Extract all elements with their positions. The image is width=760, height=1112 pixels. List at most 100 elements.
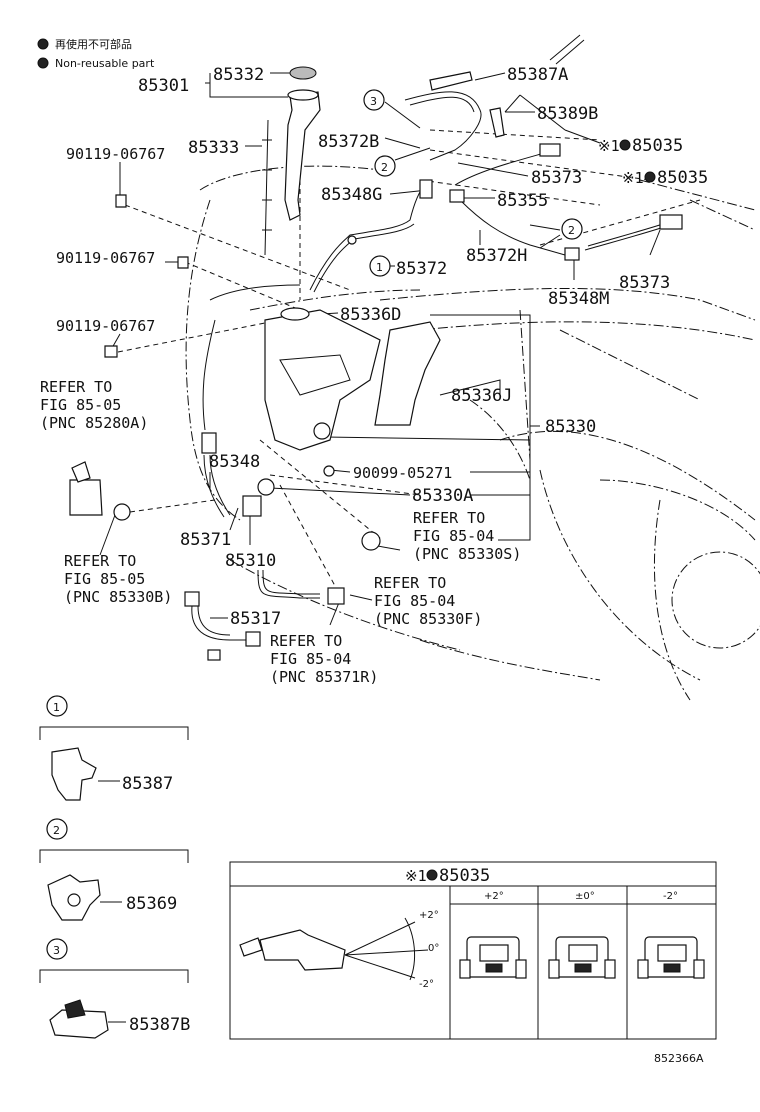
ref-85371R-l3: (PNC 85371R): [270, 668, 378, 686]
motor-shape: [69, 479, 103, 516]
label-85035-a: 85035: [632, 136, 683, 156]
label-85330: 85330: [545, 417, 596, 437]
bolt-icon: [177, 256, 189, 269]
label-85035-b: 85035: [657, 168, 708, 188]
svg-text:2: 2: [381, 161, 388, 174]
label-85336D: 85336D: [340, 305, 401, 325]
label-85348: 85348: [209, 452, 260, 472]
label-85333: 85333: [188, 138, 239, 158]
clip-85387-shape: [51, 747, 97, 801]
label-85387B: 85387B: [129, 1015, 190, 1035]
col-header-plus2: +2°: [484, 891, 504, 902]
label-85317: 85317: [230, 609, 281, 629]
reference-notes: REFER TO FIG 85-05 (PNC 85280A) REFER TO…: [40, 378, 521, 686]
ref-85330S-l2: FIG 85-04: [413, 527, 494, 545]
ref-85330S-l3: (PNC 85330S): [413, 545, 521, 563]
ref-85330F-l1: REFER TO: [374, 574, 446, 592]
label-85301: 85301: [138, 76, 189, 96]
ref-85280A-l2: FIG 85-05: [40, 396, 121, 414]
angle-plus: +2°: [419, 910, 439, 921]
assembly-lines: [117, 90, 701, 596]
nozzle-shape: [539, 143, 561, 157]
angle-minus: -2°: [419, 979, 434, 990]
leader-lines: [99, 72, 661, 626]
nozzle-shape: [429, 71, 473, 91]
part-labels: 85301 85332 85333 90119-06767 90119-0676…: [56, 65, 708, 629]
label-85372H: 85372H: [466, 246, 527, 266]
nozzle-shape: [659, 214, 683, 230]
non-reusable-dot-icon: [619, 139, 631, 151]
asterisk-mark-1: ※1: [598, 137, 620, 155]
non-reusable-dot-icon: [37, 38, 49, 50]
callout-1: [369, 255, 391, 277]
label-85330A: 85330A: [412, 486, 473, 506]
ref-85330F-l2: FIG 85-04: [374, 592, 455, 610]
nozzle-adjustment-table: ※1 85035 +2° ±0° -2° +2° 0° -2°: [229, 861, 717, 1040]
callout-2-inset: [46, 818, 68, 840]
legend-en: Non-reusable part: [55, 57, 155, 70]
bolt-icon: [104, 345, 118, 358]
svg-text:3: 3: [53, 944, 60, 957]
svg-text:1: 1: [376, 261, 383, 274]
label-85389B: 85389B: [537, 104, 598, 124]
svg-text:3: 3: [370, 95, 377, 108]
ref-85330S-l1: REFER TO: [413, 509, 485, 527]
callout-2: [561, 218, 583, 240]
label-85373-b: 85373: [619, 273, 670, 293]
svg-text:2: 2: [568, 224, 575, 237]
callout-2: [374, 155, 396, 177]
vehicle-body-outline: [185, 165, 760, 701]
col-header-minus2: -2°: [663, 891, 678, 902]
label-85371: 85371: [180, 530, 231, 550]
label-85332: 85332: [213, 65, 264, 85]
asterisk-mark-2: ※1: [622, 169, 644, 187]
washer-tank-shape: [264, 309, 381, 451]
ref-85330B-l2: FIG 85-05: [64, 570, 145, 588]
callout-3-inset: [46, 938, 68, 960]
nozzle-assembly-shape: [259, 929, 346, 971]
ref-85280A-l3: (PNC 85280A): [40, 414, 148, 432]
col-header-zero: ±0°: [575, 891, 595, 902]
clip-85387B-shape: [49, 1009, 109, 1039]
legend: 再使用不可部品 Non-reusable part: [37, 37, 155, 70]
ref-85330F-l3: (PNC 85330F): [374, 610, 482, 628]
callouts: 3 2 1 2: [363, 89, 583, 277]
angle-zero: 0°: [428, 943, 439, 954]
label-85310: 85310: [225, 551, 276, 571]
label-85369: 85369: [126, 894, 177, 914]
legend-jp: 再使用不可部品: [55, 37, 132, 51]
bolt-icon: [115, 194, 127, 208]
label-85387: 85387: [122, 774, 173, 794]
nozzle-position-zero: [548, 936, 616, 979]
non-reusable-dot-icon: [37, 57, 49, 69]
callout-1-inset: [46, 695, 68, 717]
label-85336J: 85336J: [451, 386, 512, 406]
label-90099: 90099-05271: [353, 464, 452, 482]
nozzle-position-minus2: [637, 936, 705, 979]
figure-code: 852366A: [654, 1052, 704, 1065]
label-85372B: 85372B: [318, 132, 379, 152]
table-title-part: 85035: [439, 866, 490, 886]
label-85373-a: 85373: [531, 168, 582, 188]
label-bolt-2: 90119-06767: [56, 249, 155, 267]
svg-text:1: 1: [53, 701, 60, 714]
table-title-mark: ※1: [405, 867, 427, 885]
cap-85332-shape: [289, 66, 317, 80]
ref-85280A-l1: REFER TO: [40, 378, 112, 396]
pump-shape: [242, 495, 262, 517]
label-85348M: 85348M: [548, 289, 609, 309]
non-reusable-dot-icon: [426, 869, 438, 881]
label-85372: 85372: [396, 259, 447, 279]
svg-text:2: 2: [53, 824, 60, 837]
label-85355: 85355: [497, 191, 548, 211]
parts-drawings: [69, 34, 683, 661]
non-reusable-dot-icon: [644, 171, 656, 183]
inset-details: 1 85387 2 85369 3 85387B: [39, 695, 190, 1039]
callout-3: [363, 89, 385, 111]
label-bolt-3: 90119-06767: [56, 317, 155, 335]
label-85348G: 85348G: [321, 185, 382, 205]
nozzle-position-plus2: [459, 936, 527, 979]
bracket-shape: [374, 321, 441, 426]
ref-85371R-l2: FIG 85-04: [270, 650, 351, 668]
